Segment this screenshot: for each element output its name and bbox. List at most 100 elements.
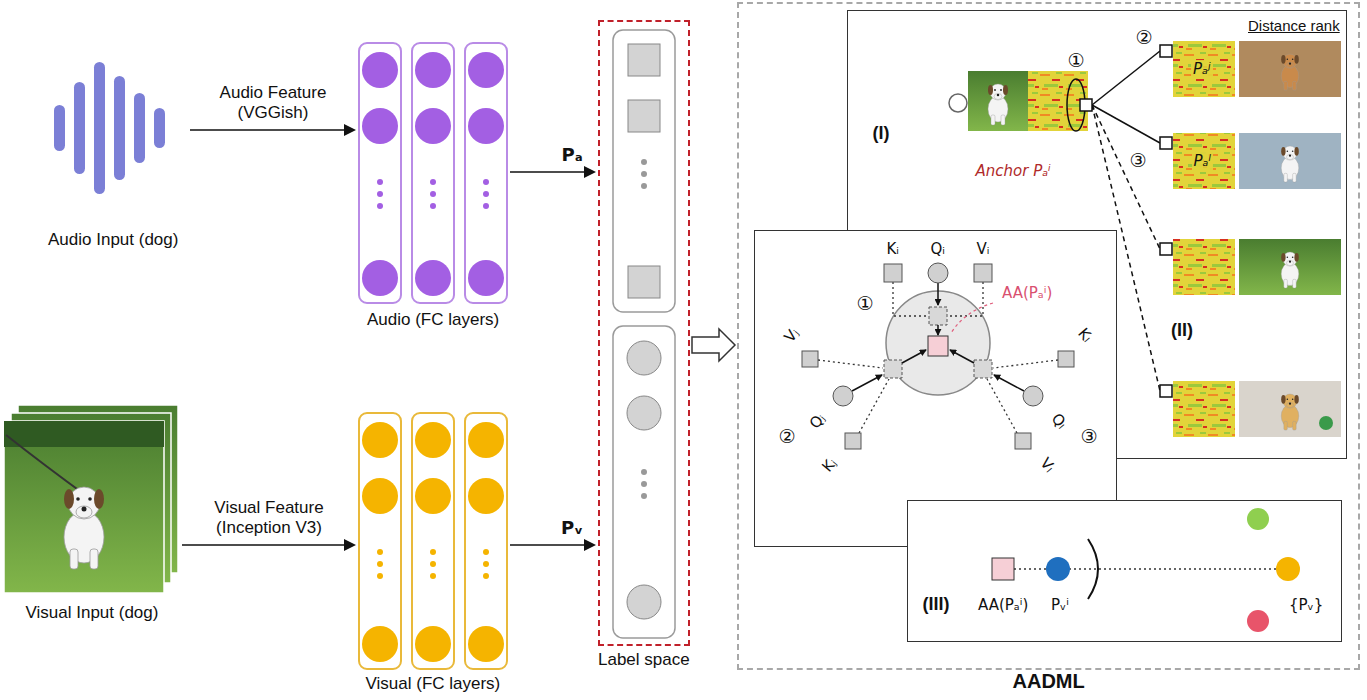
illustration-part <box>54 105 65 151</box>
flow-arrow <box>190 124 356 136</box>
input-caption: Visual Input (dog) <box>26 603 159 623</box>
visual-set-label: {Pᵥ} <box>1289 596 1323 614</box>
layer-caption: Visual (FC layers) <box>366 674 501 694</box>
panel-number: (I) <box>873 123 890 145</box>
illustration-part <box>1160 45 1172 57</box>
ellipsis-dot <box>430 549 436 555</box>
distance-rank-heading: Distance rank <box>1248 17 1340 35</box>
neuron <box>362 626 398 662</box>
ellipsis-dot <box>430 179 436 185</box>
callout-number: ③ <box>1081 427 1098 446</box>
connector-line <box>510 171 585 173</box>
illustration-part <box>1173 381 1235 437</box>
video-frames <box>4 405 180 595</box>
illustration-part <box>987 379 1017 433</box>
audio-input-icon: Audio Input (dog) <box>38 48 188 208</box>
visual-anchor-label: Pᵥⁱ <box>1051 596 1069 614</box>
illustration-part <box>641 183 647 189</box>
illustration-part <box>994 375 1024 391</box>
panel-number: (III) <box>923 594 950 616</box>
illustration-part <box>1239 239 1341 295</box>
edge-label: Visual Feature (Inception V3) <box>192 498 346 539</box>
illustration-part <box>641 469 647 475</box>
ellipsis-dot <box>377 203 383 209</box>
illustration-part <box>928 336 948 356</box>
illustration-part <box>114 76 125 180</box>
illustration-part <box>628 100 660 132</box>
neuron <box>362 478 398 514</box>
callout-number: ① <box>857 294 874 313</box>
key-label: Kₗ <box>1074 324 1096 345</box>
illustration-part <box>1239 133 1341 189</box>
illustration-part <box>1028 71 1088 131</box>
illustration-part <box>1092 51 1160 105</box>
illustration-part <box>993 360 1058 368</box>
illustration-part <box>1173 239 1235 295</box>
illustration-part <box>1281 394 1299 430</box>
ellipsis-dot <box>483 179 489 185</box>
ellipsis-dot <box>377 549 383 555</box>
illustration-part <box>1281 54 1299 90</box>
arrow-head <box>344 539 356 551</box>
illustration-part <box>1023 386 1043 406</box>
illustration-part <box>628 266 660 298</box>
edge-label: Audio Feature (VGGish) <box>196 83 350 124</box>
fc-layer-column <box>412 43 454 303</box>
value-label: Vᵢ <box>977 240 990 258</box>
callout-number: ② <box>779 427 796 446</box>
layer-caption: Audio (FC layers) <box>367 310 499 330</box>
connector-line <box>182 544 345 546</box>
illustration-part <box>893 282 927 316</box>
fc-layer-columns <box>358 412 508 670</box>
neuron <box>468 52 504 88</box>
alignment-illustration <box>908 501 1343 643</box>
illustration-part <box>949 94 967 112</box>
illustration-part <box>134 93 145 163</box>
illustration-part <box>1281 146 1299 182</box>
illustration-part <box>74 82 85 174</box>
label-space-caption: Label space <box>598 650 690 670</box>
ellipsis-dot <box>483 203 489 209</box>
key-label: Kⱼ <box>818 454 840 475</box>
illustration-part <box>6 435 88 497</box>
illustration-part <box>641 493 647 499</box>
query-label: Qₗ <box>1048 410 1071 433</box>
illustration-part <box>1239 381 1341 437</box>
query-label: Qᵢ <box>931 240 946 258</box>
fc-layer-column <box>465 413 507 669</box>
ellipsis-dot <box>430 561 436 567</box>
illustration-part <box>1092 105 1160 143</box>
ellipsis-dot <box>430 573 436 579</box>
arrow-head <box>584 166 596 178</box>
illustration-part <box>628 44 660 76</box>
anchor-label: Anchor Pₐⁱ <box>976 162 1051 180</box>
attention-output-label: AA(Pₐⁱ) <box>978 596 1028 614</box>
ellipsis-dot <box>483 191 489 197</box>
neuron <box>415 478 451 514</box>
connector-line <box>190 129 345 131</box>
neuron <box>362 422 398 458</box>
illustration-part <box>937 325 939 335</box>
illustration-part <box>845 433 861 449</box>
ellipsis-dot <box>377 561 383 567</box>
visual-fc-layers: Visual (FC layers) <box>358 412 508 670</box>
callout-number: ① <box>1068 51 1085 70</box>
ellipsis-dot <box>430 191 436 197</box>
callout-number: ③ <box>1130 151 1147 170</box>
module-title: AADML <box>1013 671 1085 692</box>
illustration-part <box>949 282 983 316</box>
illustration-part <box>4 421 164 447</box>
label-space-vectors <box>600 22 692 648</box>
illustration-part <box>1080 99 1092 111</box>
illustration-part <box>613 30 675 312</box>
fc-layer-column <box>359 43 401 303</box>
illustration-part <box>1173 133 1235 189</box>
illustration-part <box>833 386 853 406</box>
flow-arrow <box>510 539 596 551</box>
illustration-part <box>886 291 990 395</box>
edge-label: Pᵥ <box>559 517 585 539</box>
illustration-part <box>1058 351 1074 367</box>
illustration-part <box>1160 385 1172 397</box>
illustration-part <box>929 307 947 325</box>
illustration-part <box>951 303 993 333</box>
